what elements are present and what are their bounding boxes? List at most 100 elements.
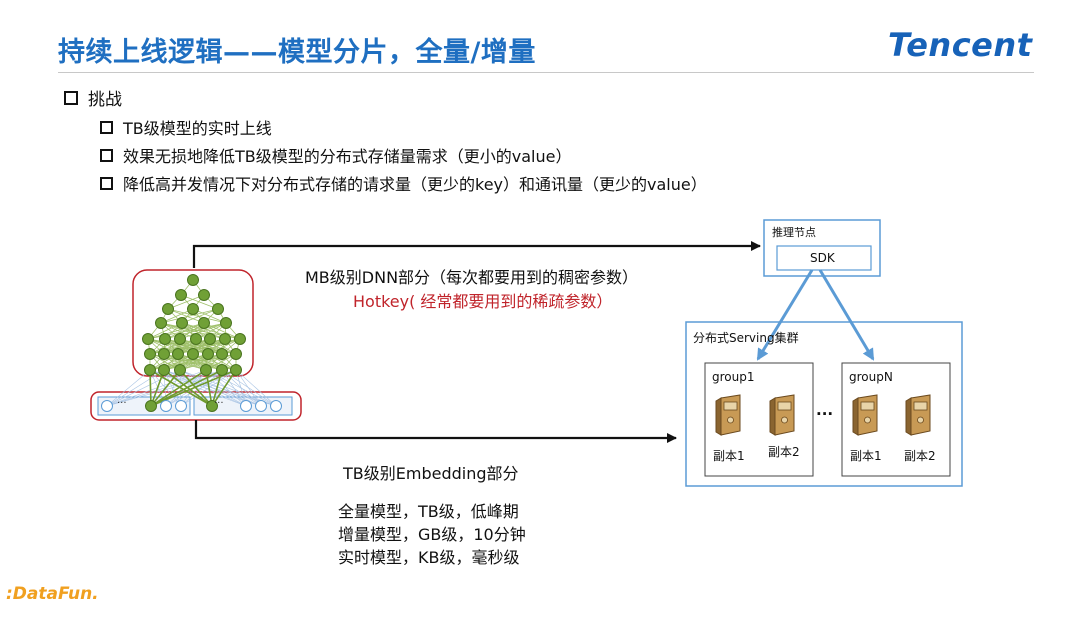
network-node <box>202 348 214 360</box>
model-type-incremental: 增量模型，GB级，10分钟 <box>338 525 526 544</box>
network-edge <box>221 369 277 407</box>
network-node <box>216 364 228 376</box>
title-divider <box>58 72 1034 73</box>
network-edge <box>149 369 247 407</box>
network-nodes <box>101 274 282 412</box>
challenge-item: 降低高并发情况下对分布式存储的请求量（更少的key）和通讯量（更少的value） <box>100 171 707 195</box>
network-edge <box>192 338 241 355</box>
network-edge <box>179 369 262 407</box>
sdk-label: SDK <box>810 251 835 265</box>
tencent-logo: Tencent <box>888 26 1033 64</box>
network-edge <box>179 369 247 407</box>
network-edge <box>179 369 213 407</box>
network-edge <box>167 308 227 324</box>
network-edge <box>235 369 262 407</box>
network-edge <box>150 369 207 407</box>
network-node <box>187 303 199 315</box>
network-edge <box>167 294 205 310</box>
network-edge <box>150 369 181 407</box>
bullet-square-icon <box>100 121 113 134</box>
challenge-item: 效果无损地降低TB级模型的分布式存储量需求（更小的value） <box>100 143 571 167</box>
network-edge <box>160 322 197 340</box>
sdk-to-group1-arrow <box>756 269 814 361</box>
embedding-node <box>101 400 113 412</box>
slide-title: 持续上线逻辑——模型分片，全量/增量 <box>58 37 536 68</box>
bullet-square-icon <box>64 91 78 105</box>
network-node <box>234 333 246 345</box>
network-node <box>187 348 199 360</box>
network-edge <box>221 369 247 407</box>
embedding-part-label: TB级别Embedding部分 <box>343 464 519 483</box>
network-node <box>198 317 210 329</box>
server-icon <box>769 394 795 436</box>
server-icon <box>905 394 931 436</box>
network-edge <box>147 322 183 340</box>
network-edge <box>181 308 219 324</box>
server-icon <box>852 394 878 436</box>
embedding-node <box>255 400 267 412</box>
embedding-node <box>206 400 218 412</box>
network-edge <box>205 369 213 407</box>
replica-label: 副本1 <box>850 449 882 463</box>
datafun-logo: :DataFun. <box>6 584 99 604</box>
model-type-full: 全量模型，TB级，低峰期 <box>338 502 519 521</box>
dnn-part-label: MB级别DNN部分（每次都要用到的稠密参数） <box>305 268 639 287</box>
network-edge <box>180 294 219 310</box>
network-node <box>219 333 231 345</box>
network-edge <box>221 369 262 407</box>
sdk-to-groupN-arrow <box>818 269 875 361</box>
network-edge <box>149 338 197 355</box>
network-edge <box>235 369 247 407</box>
network-edge <box>235 369 277 407</box>
network-node <box>172 348 184 360</box>
network-edge <box>150 369 223 407</box>
replica-label: 副本2 <box>768 445 800 459</box>
embedding-ellipsis: ··· <box>117 398 127 409</box>
network-edge <box>167 308 205 324</box>
bullet-square-icon <box>100 149 113 162</box>
network-node <box>158 348 170 360</box>
network-node <box>144 364 156 376</box>
network-edge <box>149 369 152 407</box>
network-node <box>204 333 216 345</box>
network-edge <box>165 369 181 407</box>
network-node <box>216 348 228 360</box>
network-node <box>174 333 186 345</box>
network-node <box>175 289 187 301</box>
group1-label: group1 <box>712 370 755 384</box>
network-node <box>220 317 232 329</box>
network-node <box>190 333 202 345</box>
bullet-square-icon <box>100 177 113 190</box>
groupN-label: groupN <box>849 370 893 384</box>
network-edge <box>147 322 205 340</box>
challenge-item: TB级模型的实时上线 <box>100 115 272 139</box>
network-edge <box>179 322 227 340</box>
embedding-node <box>240 400 252 412</box>
network-edge <box>165 369 237 407</box>
network-node <box>174 364 186 376</box>
network-node <box>159 333 171 345</box>
replica-label: 副本1 <box>713 449 745 463</box>
network-edge <box>211 369 237 407</box>
embedding-node <box>145 400 157 412</box>
model-types: 全量模型，TB级，低峰期 增量模型，GB级，10分钟 实时模型，KB级，毫秒级 <box>338 500 526 569</box>
network-edge <box>106 369 151 407</box>
network-node <box>200 364 212 376</box>
network-node <box>212 303 224 315</box>
groups-ellipsis: ... <box>816 401 834 419</box>
network-node <box>230 364 242 376</box>
embedding-arrow <box>194 420 677 443</box>
model-type-realtime: 实时模型，KB级，毫秒级 <box>338 548 520 567</box>
network-edge <box>150 369 237 407</box>
embedding-node <box>160 400 172 412</box>
network-edge <box>106 369 207 407</box>
inference-node-title: 推理节点 <box>772 226 816 239</box>
network-node <box>142 333 154 345</box>
challenges-heading: 挑战 <box>64 85 122 110</box>
network-node <box>158 364 170 376</box>
network-edge <box>106 369 165 407</box>
embedding-node <box>175 400 187 412</box>
sdk-box <box>776 245 872 271</box>
network-node <box>198 289 210 301</box>
